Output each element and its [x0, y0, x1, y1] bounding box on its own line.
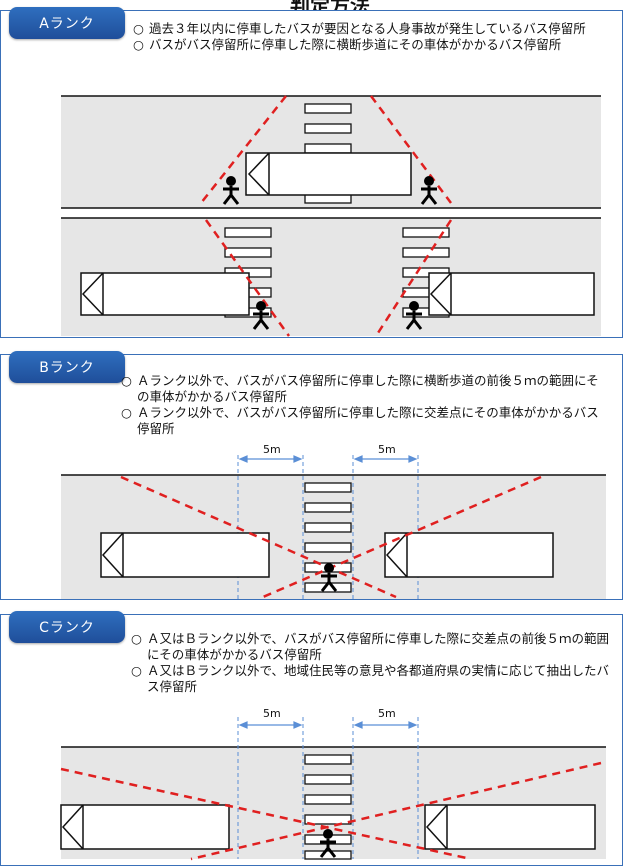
- criteria-item: ○Ａランク以外で、バスがバス停留所に停車した際に横断歩道の前後５ｍの範囲にその車…: [121, 373, 599, 404]
- panel-a-rank: Aランク ○過去３年以内に停車したバスが要因となる人身事故が発生しているバス停留…: [0, 7, 623, 338]
- rank-tag-b: Bランク: [9, 351, 125, 383]
- bullet-icon: ○: [131, 631, 142, 646]
- bullet-icon: ○: [131, 663, 142, 678]
- hazard-lines: [120, 475, 542, 599]
- bullet-icon: ○: [121, 373, 132, 388]
- bus-icon: [100, 532, 270, 578]
- bullet-icon: ○: [121, 405, 132, 420]
- criteria-list-b: ○Ａランク以外で、バスがバス停留所に停車した際に横断歩道の前後５ｍの範囲にその車…: [121, 373, 611, 437]
- distance-label: 5m: [378, 443, 396, 456]
- hazard-lines: [60, 761, 602, 861]
- dimension-arrows: [238, 455, 418, 463]
- bus-icon: [245, 152, 412, 196]
- panel-b-rank: Bランク ○Ａランク以外で、バスがバス停留所に停車した際に横断歩道の前後５ｍの範…: [0, 351, 623, 600]
- rank-tag-a: Aランク: [9, 7, 125, 39]
- dimension-guides: [237, 717, 419, 859]
- criteria-list-a: ○過去３年以内に停車したバスが要因となる人身事故が発生しているバス停留所 ○バス…: [133, 21, 593, 53]
- hazard-lines: [204, 219, 453, 337]
- criteria-list-c: ○Ａ又はＢランク以外で、バスがバス停留所に停車した際に交差点の前後５ｍの範囲にそ…: [131, 631, 611, 695]
- distance-label: 5m: [263, 443, 281, 456]
- criteria-item: ○Ａ又はＢランク以外で、バスがバス停留所に停車した際に交差点の前後５ｍの範囲にそ…: [131, 631, 610, 662]
- distance-label: 5m: [263, 707, 281, 720]
- bus-icon: [80, 272, 250, 316]
- diagram-b: 5m 5m: [61, 443, 606, 599]
- diagram-c: 5m 5m: [60, 707, 606, 861]
- bus-icon: [424, 804, 596, 850]
- bus-icon: [428, 272, 595, 316]
- bullet-icon: ○: [133, 37, 144, 52]
- diagram-a: [61, 95, 601, 337]
- rank-tag-c: Cランク: [9, 611, 125, 643]
- panel-c-rank: Cランク ○Ａ又はＢランク以外で、バスがバス停留所に停車した際に交差点の前後５ｍ…: [0, 611, 623, 866]
- criteria-item: ○過去３年以内に停車したバスが要因となる人身事故が発生しているバス停留所: [133, 21, 586, 36]
- bullet-icon: ○: [133, 21, 144, 36]
- criteria-item: ○Ａ又はＢランク以外で、地域住民等の意見や各都道府県の実情に応じて抽出したバス停…: [131, 663, 610, 694]
- distance-label: 5m: [378, 707, 396, 720]
- criteria-item: ○Ａランク以外で、バスがバス停留所に停車した際に交差点にその車体がかかるバス停留…: [121, 405, 599, 436]
- hazard-lines: [200, 95, 453, 204]
- bus-icon: [60, 804, 230, 850]
- bus-icon: [384, 532, 554, 578]
- dimension-arrows: [238, 721, 418, 729]
- criteria-item: ○バスがバス停留所に停車した際に横断歩道にその車体がかかるバス停留所: [133, 37, 562, 52]
